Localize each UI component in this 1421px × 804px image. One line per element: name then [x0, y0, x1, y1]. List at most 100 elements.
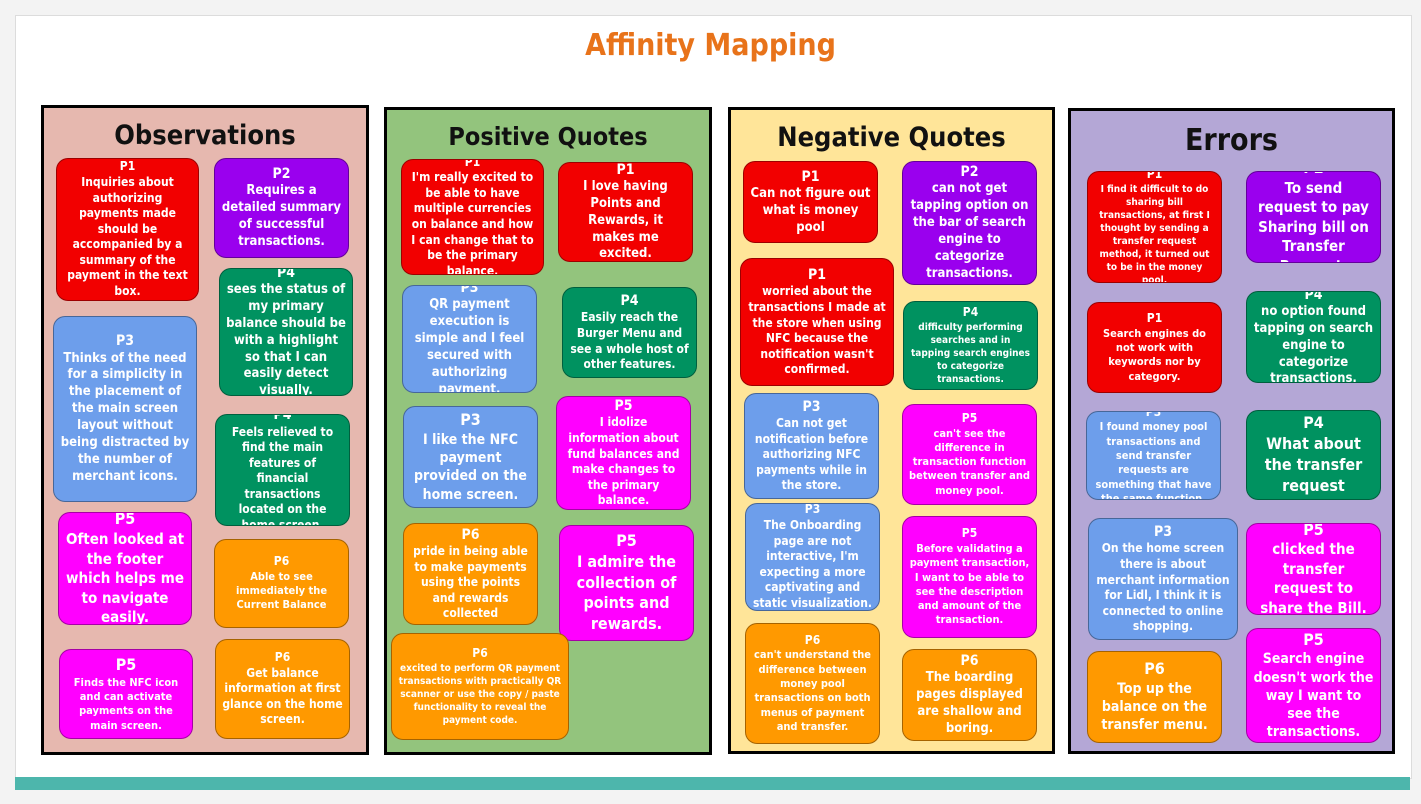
- note-text: QR payment execution is simple and I fee…: [414, 297, 525, 393]
- participant-label: P6: [1144, 659, 1165, 679]
- sticky-note: P3 Thinks of the need for a simplicity i…: [53, 316, 197, 502]
- note-text: Can not get notification before authoriz…: [754, 416, 869, 493]
- note-text: To send request to pay Sharing bill on T…: [1258, 178, 1369, 262]
- sticky-note: P1 worried about the transactions I made…: [740, 258, 894, 386]
- column-header: Observations: [114, 120, 296, 151]
- note-text: Before validating a payment transaction,…: [909, 541, 1030, 627]
- sticky-note: P4 What about the transfer request: [1246, 410, 1381, 500]
- participant-label: P3: [1154, 524, 1172, 541]
- note-text: I love having Points and Rewards, it mak…: [583, 178, 668, 262]
- participant-label: P3: [802, 398, 821, 415]
- participant-label: P6: [960, 653, 979, 670]
- sticky-note: P3 I like the NFC payment provided on th…: [403, 406, 538, 508]
- sticky-note: P1 Can not figure out what is money pool: [743, 161, 878, 243]
- note-text: The boarding pages displayed are shallow…: [916, 670, 1023, 736]
- note-text: Easily reach the Burger Menu and see a w…: [570, 310, 689, 372]
- participant-label: P4: [277, 268, 295, 281]
- participant-label: P4: [962, 305, 979, 320]
- participant-label: P3: [804, 503, 821, 517]
- participant-label: P6: [472, 646, 488, 661]
- participant-label: P4: [273, 414, 292, 424]
- note-text: excited to perform QR payment transactio…: [398, 662, 562, 726]
- participant-label: P1: [801, 168, 820, 185]
- sticky-note: P5 clicked the transfer request to share…: [1246, 523, 1381, 615]
- participant-label: P1: [119, 159, 136, 174]
- note-text: sees the status of my primary balance sh…: [226, 281, 346, 396]
- note-text: What about the transfer request: [1264, 434, 1363, 495]
- sticky-note: P6 Get balance information at first glan…: [215, 639, 350, 739]
- sticky-note: P4 sees the status of my primary balance…: [219, 268, 353, 396]
- sticky-note: P5 Before validating a payment transacti…: [902, 516, 1037, 638]
- note-text: I like the NFC payment provided on the h…: [414, 432, 527, 503]
- note-text: I'm really excited to be able to have mu…: [411, 170, 534, 275]
- note-text: Thinks of the need for a simplicity in t…: [60, 350, 190, 484]
- sticky-note: P3 On the home screen there is about mer…: [1088, 518, 1238, 640]
- sticky-note: P1 I love having Points and Rewards, it …: [558, 162, 693, 262]
- participant-label: P3: [116, 333, 134, 350]
- sticky-note: P6 pride in being able to make payments …: [403, 523, 538, 625]
- note-text: On the home screen there is about mercha…: [1096, 541, 1230, 634]
- note-text: no option found tapping on search engine…: [1253, 303, 1374, 383]
- participant-label: P3: [460, 410, 481, 430]
- sticky-note: P1 Search engines do not work with keywo…: [1087, 302, 1222, 393]
- sticky-note: P3 Can not get notification before autho…: [744, 393, 879, 499]
- sticky-note: P6 Top up the balance on the transfer me…: [1087, 651, 1222, 743]
- sticky-note: P3 I found money pool transactions and s…: [1086, 411, 1221, 500]
- participant-label: P5: [1303, 629, 1324, 649]
- sticky-note: P5 can't see the difference in transacti…: [902, 404, 1037, 505]
- sticky-note: P3 QR payment execution is simple and I …: [402, 285, 537, 393]
- note-text: I found money pool transactions and send…: [1095, 420, 1212, 500]
- sticky-note: P3 The Onboarding page are not interacti…: [745, 503, 880, 611]
- participant-label: P5: [1303, 523, 1324, 539]
- sticky-note: P4 no option found tapping on search eng…: [1246, 291, 1381, 383]
- note-text: clicked the transfer request to share th…: [1260, 540, 1367, 615]
- note-text: can't understand the difference between …: [754, 648, 871, 733]
- participant-label: P5: [614, 398, 633, 415]
- note-text: Requires a detailed summary of successfu…: [221, 183, 342, 249]
- participant-label: P6: [804, 632, 821, 647]
- participant-label: P5: [961, 526, 978, 541]
- participant-label: P3: [460, 285, 479, 297]
- page-title: Affinity Mapping: [585, 28, 836, 63]
- sticky-note: P6 excited to perform QR payment transac…: [391, 633, 569, 740]
- note-text: worried about the transactions I made at…: [748, 284, 886, 377]
- participant-label: P2: [960, 164, 979, 181]
- participant-label: P1: [808, 267, 826, 284]
- column-header: Positive Quotes: [448, 122, 648, 151]
- participant-label: P4: [1304, 291, 1323, 303]
- sticky-note: P6 The boarding pages displayed are shal…: [902, 649, 1037, 741]
- sticky-note: P2 To send request to pay Sharing bill o…: [1246, 171, 1381, 263]
- participant-label: P1: [464, 159, 481, 169]
- note-text: pride in being able to make payments usi…: [413, 544, 528, 621]
- participant-label: P6: [461, 526, 480, 543]
- sticky-note: P6 can't understand the difference betwe…: [745, 623, 880, 744]
- sticky-note: P1 I find it difficult to do sharing bil…: [1087, 171, 1222, 283]
- sticky-note: P1 I'm really excited to be able to have…: [401, 159, 544, 275]
- sticky-note: P6 Able to see immediately the Current B…: [214, 539, 349, 628]
- note-text: The Onboarding page are not interactive,…: [752, 518, 873, 610]
- sticky-note: P5 I idolize information about fund bala…: [556, 396, 691, 510]
- participant-label: P6: [274, 650, 291, 665]
- note-text: difficulty performing searches and in ta…: [910, 321, 1031, 385]
- note-text: Top up the balance on the transfer menu.: [1101, 681, 1208, 734]
- participant-label: P5: [114, 512, 136, 529]
- participant-label: P4: [620, 293, 639, 310]
- participant-label: P3: [1145, 411, 1162, 419]
- sticky-note: P5 Search engine doesn't work the way I …: [1246, 628, 1381, 743]
- sticky-note: P4 Easily reach the Burger Menu and see …: [562, 287, 697, 378]
- participant-label: P2: [1303, 172, 1324, 179]
- participant-label: P1: [1146, 171, 1163, 182]
- note-text: Inquiries about authorizing payments mad…: [67, 174, 188, 299]
- footer-accent-bar: [15, 777, 1410, 790]
- participant-label: P2: [272, 166, 291, 183]
- sticky-note: P5 Often looked at the footer which help…: [58, 512, 192, 625]
- participant-label: P5: [616, 531, 637, 550]
- note-text: Search engine doesn't work the way I wan…: [1253, 651, 1374, 741]
- participant-label: P5: [961, 410, 978, 425]
- sticky-note: P4 difficulty performing searches and in…: [903, 301, 1038, 390]
- note-text: Often looked at the footer which helps m…: [65, 530, 185, 625]
- column-header: Negative Quotes: [777, 122, 1006, 153]
- note-text: Get balance information at first glance …: [222, 665, 343, 727]
- participant-label: P1: [1146, 311, 1163, 326]
- column-header: Errors: [1184, 123, 1278, 158]
